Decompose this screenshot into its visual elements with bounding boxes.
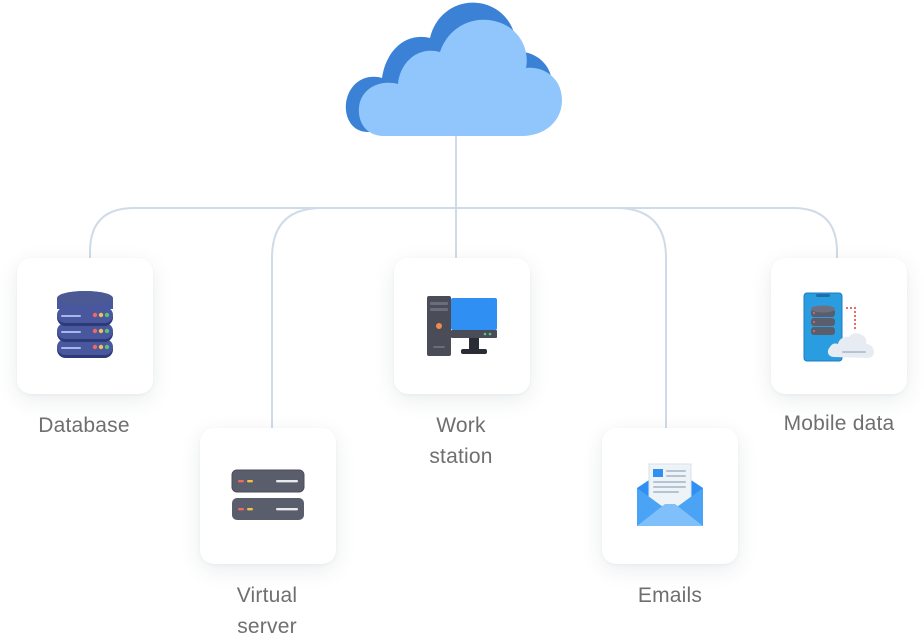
emails-card[interactable] [602,428,738,564]
virtual-server-label: Virtual server [187,580,347,642]
server-rack-icon [231,469,305,520]
mobile-data-label: Mobile data [783,412,895,435]
connector-virtual-server [271,207,323,428]
work-station-label-line1: Work [436,414,486,437]
work-station-card[interactable] [394,258,530,394]
database-icon [57,291,113,358]
work-station-label: Work station [381,410,541,472]
desktop-computer-icon [427,296,497,356]
mobile-data-card[interactable] [771,258,907,394]
virtual-server-label-line2: server [237,615,297,638]
database-label: Database [38,414,130,437]
open-envelope-icon [637,463,703,526]
work-station-label-line2: station [429,445,493,468]
phone-cloud-icon [803,292,874,362]
cloud-hub [340,0,566,140]
database-card[interactable] [17,258,153,394]
virtual-server-card[interactable] [200,428,336,564]
connector-database [89,207,838,258]
emails-label: Emails [637,584,703,607]
virtual-server-label-line1: Virtual [236,584,298,607]
connector-emails [615,207,667,428]
cloud-icon [345,2,562,137]
